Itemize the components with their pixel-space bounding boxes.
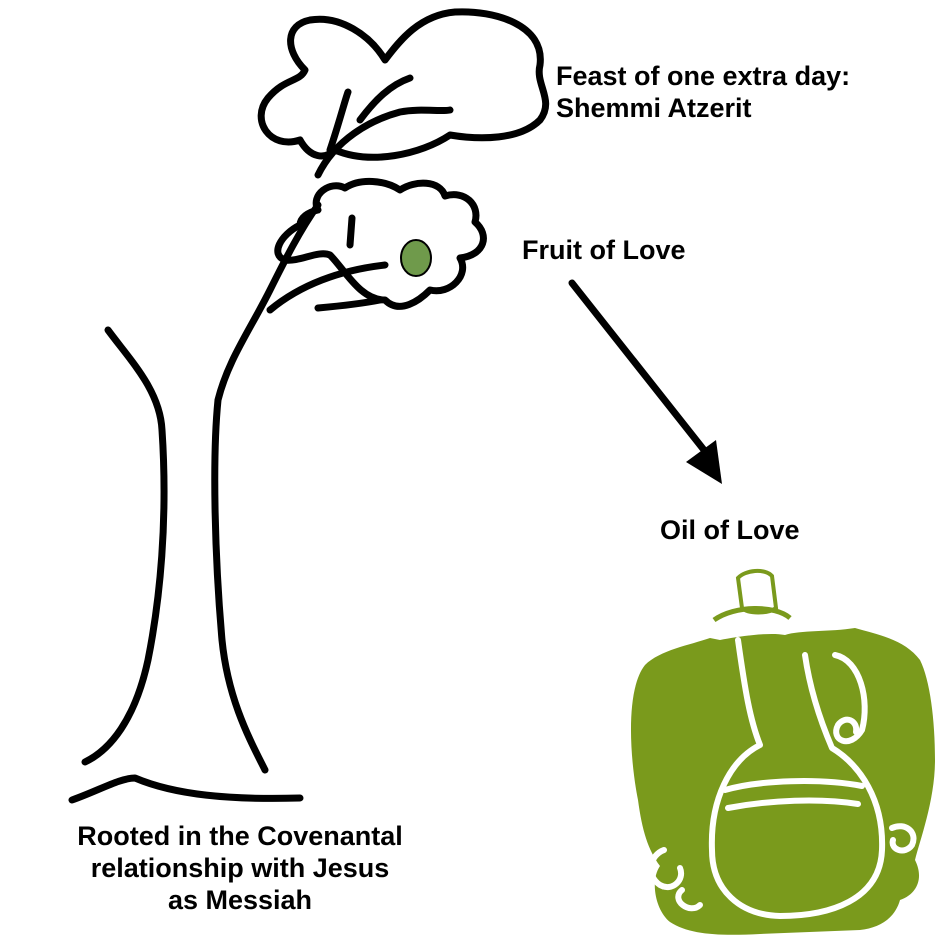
rooted-caption-line-3: as Messiah <box>20 884 460 916</box>
roots <box>72 778 300 800</box>
trunk-left <box>85 330 164 762</box>
rooted-caption: Rooted in the Covenantal relationship wi… <box>20 820 460 916</box>
tree-drawing <box>72 12 546 800</box>
fruit-of-love-label: Fruit of Love <box>522 234 686 266</box>
oil-bottle-icon <box>631 571 935 935</box>
oil-of-love-label: Oil of Love <box>660 514 800 546</box>
arrow-down-right-icon <box>572 283 722 484</box>
rooted-caption-line-2: relationship with Jesus <box>20 852 460 884</box>
feast-label: Feast of one extra day: Shemmi Atzerit <box>556 60 850 124</box>
lower-twig <box>350 218 352 245</box>
lower-twig-2 <box>318 300 380 308</box>
feast-label-line-2: Shemmi Atzerit <box>556 92 850 124</box>
olive-fruit-icon <box>401 240 431 276</box>
rooted-caption-line-1: Rooted in the Covenantal <box>20 820 460 852</box>
feast-label-line-1: Feast of one extra day: <box>556 60 850 92</box>
